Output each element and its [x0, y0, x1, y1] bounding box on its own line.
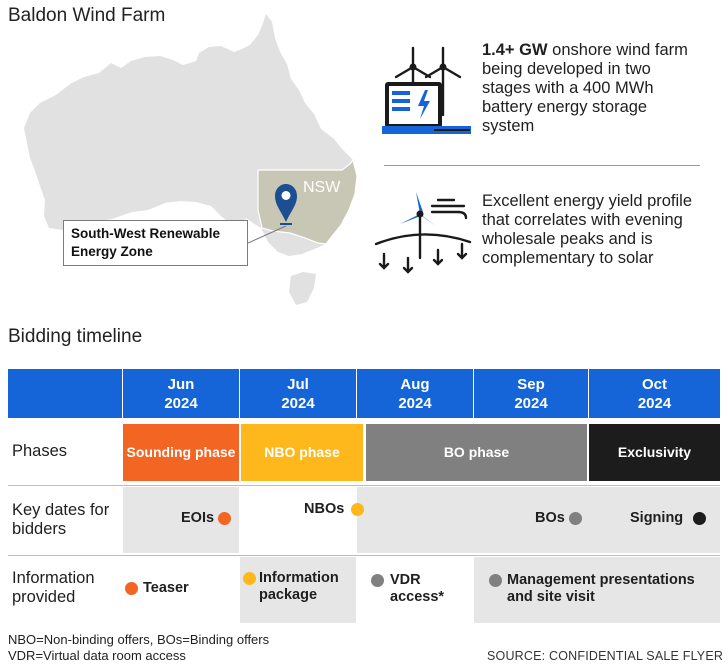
info-dot [243, 572, 256, 585]
row-divider [8, 555, 720, 556]
month-header-jul: Jul 2024 [240, 369, 356, 418]
info-vdr: VDR access* [390, 572, 445, 605]
month-year: 2024 [637, 394, 672, 412]
source-note: SOURCE: CONFIDENTIAL SALE FLYER [487, 649, 724, 663]
key-date-signing: Signing [630, 510, 684, 526]
info-dot [489, 574, 502, 587]
key-date-dot [693, 512, 706, 525]
key-date-eois: EOIs [181, 510, 215, 526]
info-dot [371, 574, 384, 587]
timeline-header-band [8, 369, 720, 418]
page-title: Baldon Wind Farm [8, 5, 166, 26]
nsw-label: NSW [303, 179, 341, 196]
key-date-dot [569, 512, 582, 525]
header-divider [473, 369, 474, 418]
info-teaser: Teaser [143, 580, 189, 596]
month-header-jun: Jun 2024 [123, 369, 239, 418]
timeline-heading: Bidding timeline [8, 326, 143, 347]
wind-yield-icon [374, 192, 472, 274]
footnote-offers: NBO=Non-binding offers, BOs=Binding offe… [8, 632, 270, 647]
footnote-vdr: VDR=Virtual data room access [8, 648, 186, 663]
fact-capacity-text: onshore wind farm being developed in two… [482, 41, 688, 135]
australia-map: NSW [24, 14, 358, 305]
month-year: 2024 [164, 394, 198, 412]
renewable-zone-callout: South-West Renewable Energy Zone [63, 220, 248, 266]
month-header-aug: Aug 2024 [357, 369, 473, 418]
key-date-bos: BOs [535, 510, 565, 526]
phase-nbo: NBO phase [241, 424, 363, 481]
month-name: Jun [167, 375, 195, 393]
key-date-dot [351, 503, 364, 516]
info-dot [125, 582, 138, 595]
fact-energy-yield: Excellent energy yield profile that corr… [482, 192, 693, 267]
row-label-text: Information provided [12, 569, 95, 606]
key-date-dot [218, 512, 231, 525]
fact-capacity: 1.4+ GW onshore wind farm being develope… [482, 41, 702, 136]
info-band [240, 557, 356, 623]
phase-sounding: Sounding phase [123, 424, 239, 481]
phase-exclusivity: Exclusivity [589, 424, 720, 481]
wind-turbine-battery-icon [382, 46, 471, 134]
month-name: Oct [641, 375, 667, 393]
row-label-phases: Phases [12, 442, 68, 460]
row-divider [8, 485, 720, 486]
fact-capacity-highlight: 1.4+ GW [482, 41, 548, 59]
info-management: Management presentations and site visit [507, 572, 695, 605]
month-header-sep: Sep 2024 [474, 369, 588, 418]
month-name: Aug [400, 375, 430, 393]
tasmania [289, 272, 316, 305]
row-label-info: Information provided [12, 569, 116, 607]
month-year: 2024 [398, 394, 432, 412]
month-header-oct: Oct 2024 [589, 369, 720, 418]
phase-bo: BO phase [366, 424, 587, 481]
month-year: 2024 [514, 394, 548, 412]
callout-leader [247, 225, 287, 244]
header-divider [122, 369, 123, 418]
info-band [474, 557, 720, 623]
month-name: Sep [517, 375, 545, 393]
key-dates-band [357, 487, 720, 553]
row-label-text: Key dates for bidders [12, 501, 110, 538]
key-date-nbos: NBOs [304, 501, 345, 517]
header-divider [588, 369, 589, 418]
header-divider [239, 369, 240, 418]
location-pin-icon [275, 184, 297, 225]
facts-divider [384, 165, 700, 166]
info-package: Information package [259, 570, 339, 603]
month-year: 2024 [281, 394, 315, 412]
month-name: Jul [287, 375, 309, 393]
row-label-key-dates: Key dates for bidders [12, 501, 112, 539]
header-divider [356, 369, 357, 418]
